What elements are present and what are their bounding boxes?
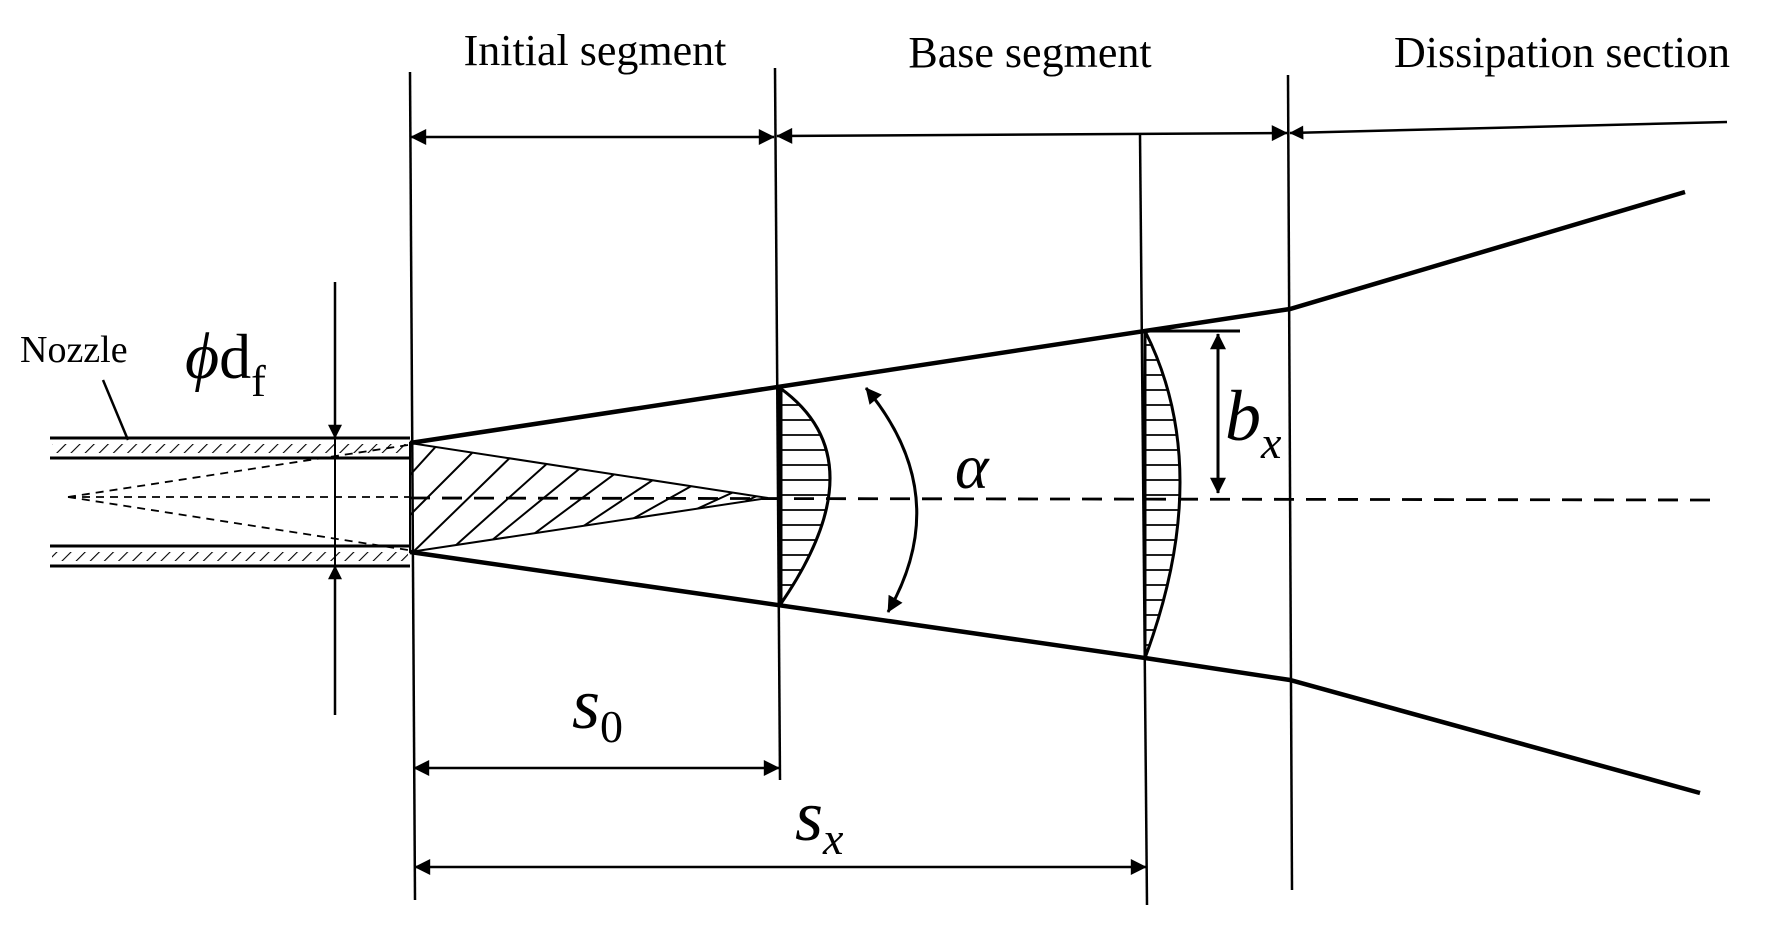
base-segment-label: Base segment [908, 28, 1151, 77]
nozzle-label: Nozzle [20, 329, 128, 371]
alpha-label: α [955, 431, 990, 502]
sx-subscript: x [822, 813, 844, 864]
nozzle-diameter-label: ϕdf [185, 320, 266, 406]
bx-main: b [1225, 376, 1261, 456]
sx-main: s [795, 776, 823, 856]
nozzle [50, 379, 410, 568]
s0-subscript: 0 [600, 701, 623, 752]
segment-dimension-arrows [410, 120, 1728, 145]
nozzle-leader [101, 379, 130, 441]
phi-symbol: ϕ [185, 320, 219, 393]
dissipation-arrow [1289, 120, 1728, 140]
jet-upper-boundary [409, 189, 1686, 446]
initial-segment-label: Initial segment [464, 26, 727, 75]
base-segment-arrow [776, 125, 1288, 144]
base-dissipation-boundary [1286, 74, 1294, 891]
diameter-d: d [219, 321, 251, 392]
dissipation-section-label: Dissipation section [1394, 28, 1730, 77]
spread-angle-arc [864, 387, 919, 613]
sx-label: sx [795, 776, 844, 864]
nozzle-lower-wall-hatch [52, 552, 408, 561]
nozzle-upper-wall-hatch [52, 444, 408, 453]
jet-lower-boundary [409, 549, 1701, 796]
half-width-dimension [1145, 329, 1240, 494]
velocity-profile-initial [777, 386, 832, 606]
segment-boundaries [408, 67, 1294, 906]
diameter-subscript: f [251, 357, 266, 406]
bx-subscript: x [1260, 417, 1282, 468]
jet-axis [409, 496, 1711, 502]
s0-main: s [572, 664, 600, 744]
s0-label: s0 [572, 664, 623, 752]
bx-label: bx [1225, 376, 1282, 468]
velocity-profile-x [1143, 330, 1182, 659]
